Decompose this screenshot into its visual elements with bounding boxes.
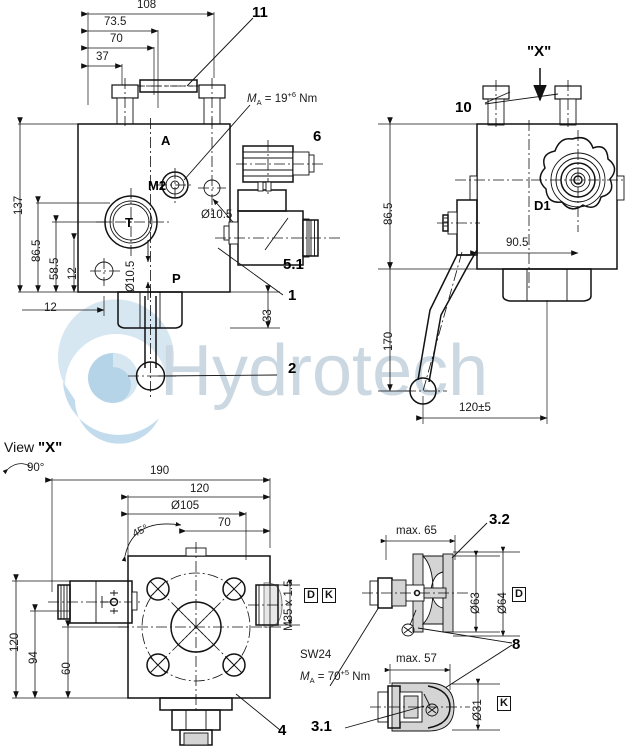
dim-max-57: max. 57 bbox=[396, 653, 437, 665]
torque-note-70nm: MA = 70+5 Nm bbox=[300, 669, 370, 685]
dim-height-137: 137 bbox=[13, 195, 25, 215]
section-arrow-label-x: "X" bbox=[527, 43, 552, 60]
dim-max-65: max. 65 bbox=[396, 525, 437, 537]
item-number-11: 11 bbox=[252, 4, 268, 21]
view-x-title-name: "X" bbox=[37, 439, 63, 456]
datum-d-letter: D bbox=[304, 588, 318, 603]
torque2-tolerance: +5 bbox=[340, 668, 350, 677]
dim-height-120-viewx: 120 bbox=[9, 632, 21, 652]
dim-height-170: 170 bbox=[383, 331, 395, 351]
item-number-6: 6 bbox=[313, 128, 322, 145]
dim-width-120: 120 bbox=[190, 483, 210, 495]
dim-height-33: 33 bbox=[262, 309, 274, 322]
torque-tolerance: +6 bbox=[287, 90, 297, 99]
item-number-2: 2 bbox=[288, 360, 297, 377]
label-port-t: T bbox=[125, 215, 133, 230]
detail-d-letter: D bbox=[512, 587, 526, 602]
item-number-1: 1 bbox=[288, 287, 297, 304]
dim-height-86-5-side: 86.5 bbox=[383, 202, 395, 225]
torque-unit: Nm bbox=[296, 92, 318, 105]
datum-frame-k-viewx: K bbox=[322, 586, 336, 603]
dim-width-120-plusminus-5: 120±5 bbox=[459, 402, 491, 414]
item-number-3-2: 3.2 bbox=[489, 511, 510, 528]
item-number-10: 10 bbox=[455, 99, 472, 116]
dim-height-86-5: 86.5 bbox=[31, 239, 43, 262]
dim-height-94: 94 bbox=[28, 651, 40, 664]
torque-note-19nm: MA = 19+6 Nm bbox=[247, 91, 317, 107]
dim-width-12-horizontal: 12 bbox=[44, 302, 57, 314]
dim-thread-m35: M35 x 1.5 bbox=[283, 580, 295, 632]
detail-k-letter: K bbox=[497, 696, 511, 711]
dim-bolt-circle-105: Ø105 bbox=[171, 500, 200, 512]
item-number-5-1: 5.1 bbox=[283, 256, 304, 273]
dim-width-37: 37 bbox=[96, 51, 109, 63]
torque2-subscript-a: A bbox=[309, 676, 315, 686]
dim-width-108: 108 bbox=[137, 0, 157, 11]
dim-width-70: 70 bbox=[110, 33, 123, 45]
view-x-title: View "X" bbox=[4, 440, 62, 455]
datum-frame-d-viewx: D bbox=[304, 586, 318, 603]
item-number-8: 8 bbox=[512, 636, 521, 653]
dim-width-90-5: 90.5 bbox=[506, 237, 529, 249]
dim-width-70-viewx: 70 bbox=[218, 517, 231, 529]
label-port-a: A bbox=[161, 133, 171, 148]
torque-symbol-m: M bbox=[247, 92, 257, 105]
torque2-equals: = 70 bbox=[314, 670, 341, 683]
label-port-p: P bbox=[172, 271, 181, 286]
dim-width-73-5: 73.5 bbox=[104, 16, 127, 28]
dim-bore-10-5-lower: Ø10.5 bbox=[125, 260, 137, 292]
dim-height-60: 60 bbox=[61, 662, 73, 675]
view-x-title-text: View bbox=[4, 439, 38, 455]
datum-frame-k-detail: K bbox=[497, 694, 511, 711]
label-port-m2: M2 bbox=[148, 178, 167, 193]
torque2-unit: Nm bbox=[349, 670, 371, 683]
torque2-symbol-m: M bbox=[300, 670, 310, 683]
dim-dia-64: Ø64 bbox=[497, 592, 509, 614]
torque-equals: = 19 bbox=[261, 92, 288, 105]
dim-dia-31: Ø31 bbox=[472, 699, 484, 721]
dim-width-190: 190 bbox=[150, 465, 170, 477]
datum-frame-d-detail: D bbox=[512, 585, 526, 602]
wrench-size-note: SW24 bbox=[300, 649, 332, 661]
view-x-rotation-angle: 90° bbox=[27, 462, 45, 474]
datum-k-letter: K bbox=[322, 588, 336, 603]
dim-dia-63: Ø63 bbox=[470, 592, 482, 614]
torque-subscript-a: A bbox=[256, 98, 262, 108]
item-number-3-1: 3.1 bbox=[311, 718, 332, 735]
dim-bore-10-5-upper: Ø10.5 bbox=[201, 209, 233, 221]
label-port-d1: D1 bbox=[534, 198, 551, 213]
dim-height-12-vertical: 12 bbox=[67, 267, 79, 280]
item-number-4: 4 bbox=[278, 722, 287, 739]
dim-height-58-5: 58.5 bbox=[49, 257, 61, 280]
